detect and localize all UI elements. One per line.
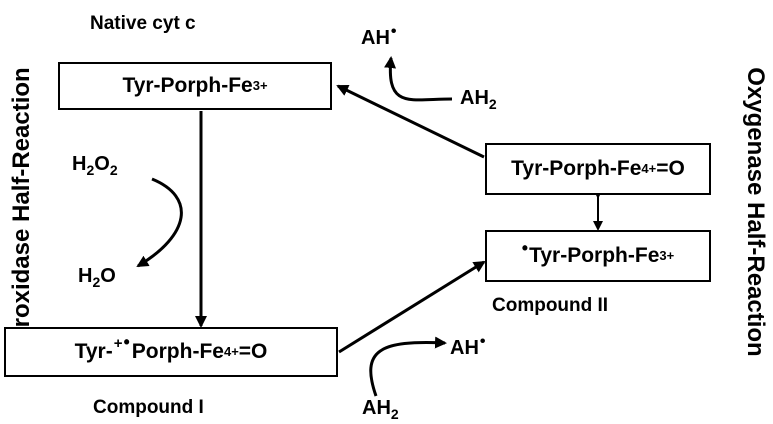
ah2-top-label: AH2 <box>460 87 497 112</box>
compound-ii-caption: Compound II <box>492 295 609 316</box>
arrow-compound-ii-to-native <box>336 84 485 159</box>
native-cyt-c-caption: Native cyt c <box>90 13 196 34</box>
curve-h2o2-to-h2o <box>136 177 183 268</box>
curve-ah2-to-ah-top <box>384 56 453 102</box>
compound-i-radical-dot: • <box>123 331 130 352</box>
compound-ii-oxo-tail: =O <box>656 157 685 180</box>
compound-i-oxo: =O <box>238 340 268 363</box>
curve-ah2-to-ah-bottom <box>369 336 447 397</box>
compound-i-tyr: Tyr- <box>74 340 113 363</box>
native-state-label: Tyr-Porph-Fe <box>122 74 253 97</box>
compound-ii-radical-label: Tyr-Porph-Fe <box>529 244 660 267</box>
arrow-compound-i-to-compound-ii <box>338 260 486 354</box>
compound-i-caption: Compound I <box>93 397 204 418</box>
compound-i-cation-sign: + <box>113 334 123 352</box>
ah2-bottom-label: AH2 <box>362 397 399 422</box>
ah-radical-bottom-label: AH• <box>450 333 486 359</box>
h2o-label: H2O <box>78 265 116 290</box>
h2o2-label: H2O2 <box>72 153 118 178</box>
oxygenase-half-reaction-label: Oxygenase Half-Reaction <box>742 67 769 357</box>
peroxidase-half-reaction-label: Peroxidase Half-Reaction <box>8 67 35 357</box>
compound-ii-oxo-label: Tyr-Porph-Fe <box>511 157 642 180</box>
compound-i-porph: Porph-Fe <box>131 340 224 363</box>
compound-ii-radical-dot: • <box>521 237 529 258</box>
ah-radical-top-label: AH• <box>361 23 397 49</box>
